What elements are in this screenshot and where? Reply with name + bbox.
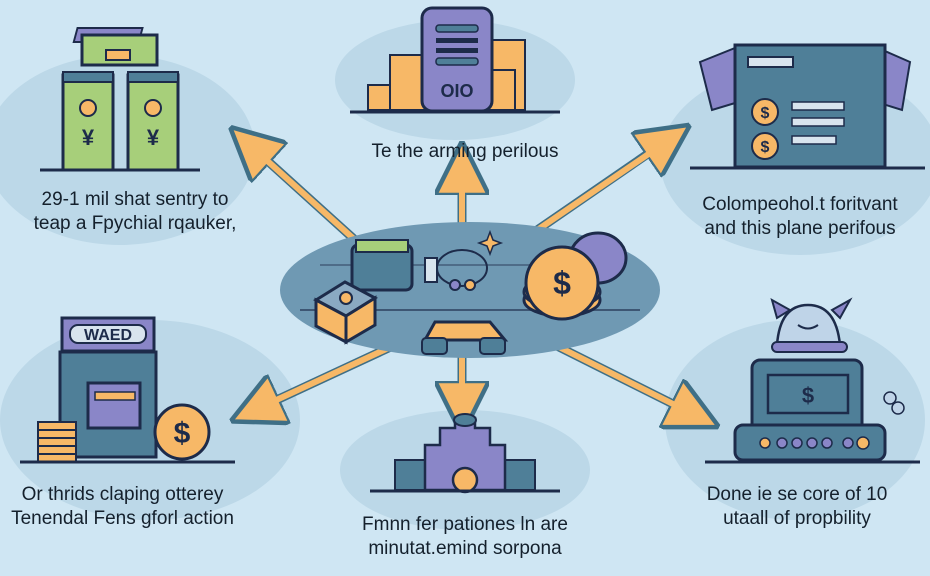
payment-coin-symbol-1: $ <box>761 105 770 122</box>
caption-bottom-right: Done ie se core of 10 utaall of propbili… <box>672 483 922 531</box>
voting-booths-icon: ¥ ¥ <box>40 27 200 172</box>
vending-sign-text: WAED <box>84 327 132 344</box>
caption-line: minutat.emind sorpona <box>368 538 562 559</box>
treasure-box-icon <box>312 280 379 345</box>
payment-screen-icon: $ $ <box>690 43 925 170</box>
caption-line: teap a Fpychial rqauker, <box>33 213 237 234</box>
sparkle-icon <box>476 229 504 257</box>
coin-stack-icon: $ <box>522 231 628 321</box>
payment-coin-symbol-2: $ <box>761 139 770 156</box>
caption-line: Te the arming perilous <box>371 141 559 162</box>
connector-arrows <box>250 140 695 415</box>
coin-dollar-symbol: $ <box>553 265 571 301</box>
server-panel-text: OIO <box>440 81 473 101</box>
caption-top-left: 29-1 mil shat sentry to teap a Fpychial … <box>0 188 270 236</box>
cash-register-icon: $ <box>705 297 920 464</box>
caption-line: 29-1 mil shat sentry to <box>41 189 229 210</box>
caption-line: Done ie se core of 10 <box>706 484 888 505</box>
register-screen-symbol: $ <box>802 383 814 408</box>
caption-top-right: Colompeohol.t foritvant and this plane p… <box>665 193 930 241</box>
caption-top-center: Te the arming perilous <box>330 140 600 164</box>
caption-line: Or thrids claping otterey <box>21 484 224 505</box>
money-bucket-icon <box>350 239 438 292</box>
vending-machine-icon: WAED $ <box>20 316 235 464</box>
server-coins-icon: OIO <box>350 6 560 114</box>
vehicle-icon <box>421 249 509 355</box>
caption-line: utaall of propbility <box>723 508 871 529</box>
booth-symbol-left: ¥ <box>82 125 95 150</box>
caption-line: Fmnn fer pationes ln are <box>362 514 568 535</box>
caption-bottom-left: Or thrids claping otterey Tenendal Fens … <box>0 483 245 531</box>
caption-line: Tenendal Fens gforl action <box>11 508 234 529</box>
caption-line: Colompeohol.t foritvant <box>702 194 898 215</box>
central-hub: $ <box>280 222 660 358</box>
city-building-icon <box>370 413 560 494</box>
vending-coin-symbol: $ <box>174 417 191 450</box>
caption-bottom-center: Fmnn fer pationes ln are minutat.emind s… <box>330 513 600 561</box>
caption-line: and this plane perifous <box>704 218 896 239</box>
booth-symbol-right: ¥ <box>147 125 160 150</box>
